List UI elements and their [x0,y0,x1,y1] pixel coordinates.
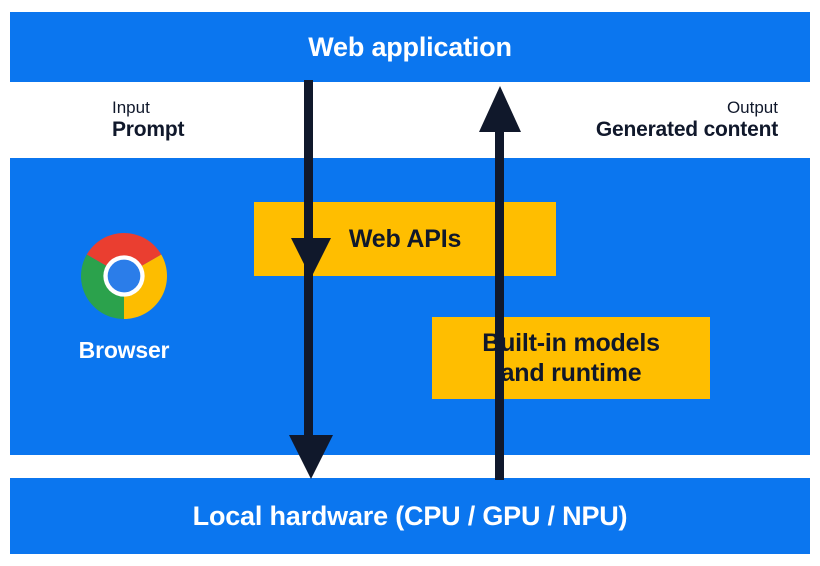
flow-output-kind: Output [726,98,778,117]
flow-input-kind: Input [112,98,150,117]
chrome-logo [81,233,167,319]
band-web-application: Web application [10,12,810,82]
flow-input-value: Prompt [112,118,185,142]
band-web-application-label: Web application [308,31,512,62]
component-builtin-models[interactable]: Built-in models and runtime [432,317,710,399]
component-builtin-models-label: Built-in models and runtime [482,328,660,388]
flow-output-value: Generated content [595,118,778,142]
band-local-hardware-label: Local hardware (CPU / GPU / NPU) [192,500,628,531]
flow-label-input: Input Prompt [112,98,185,143]
arrow-input-down [289,80,333,479]
component-web-apis-label: Web APIs [348,224,462,253]
browser-caption: Browser [78,337,170,363]
flow-label-output: Output Generated content [596,98,778,143]
band-local-hardware: Local hardware (CPU / GPU / NPU) [10,478,810,554]
arrow-output-up [479,86,521,480]
